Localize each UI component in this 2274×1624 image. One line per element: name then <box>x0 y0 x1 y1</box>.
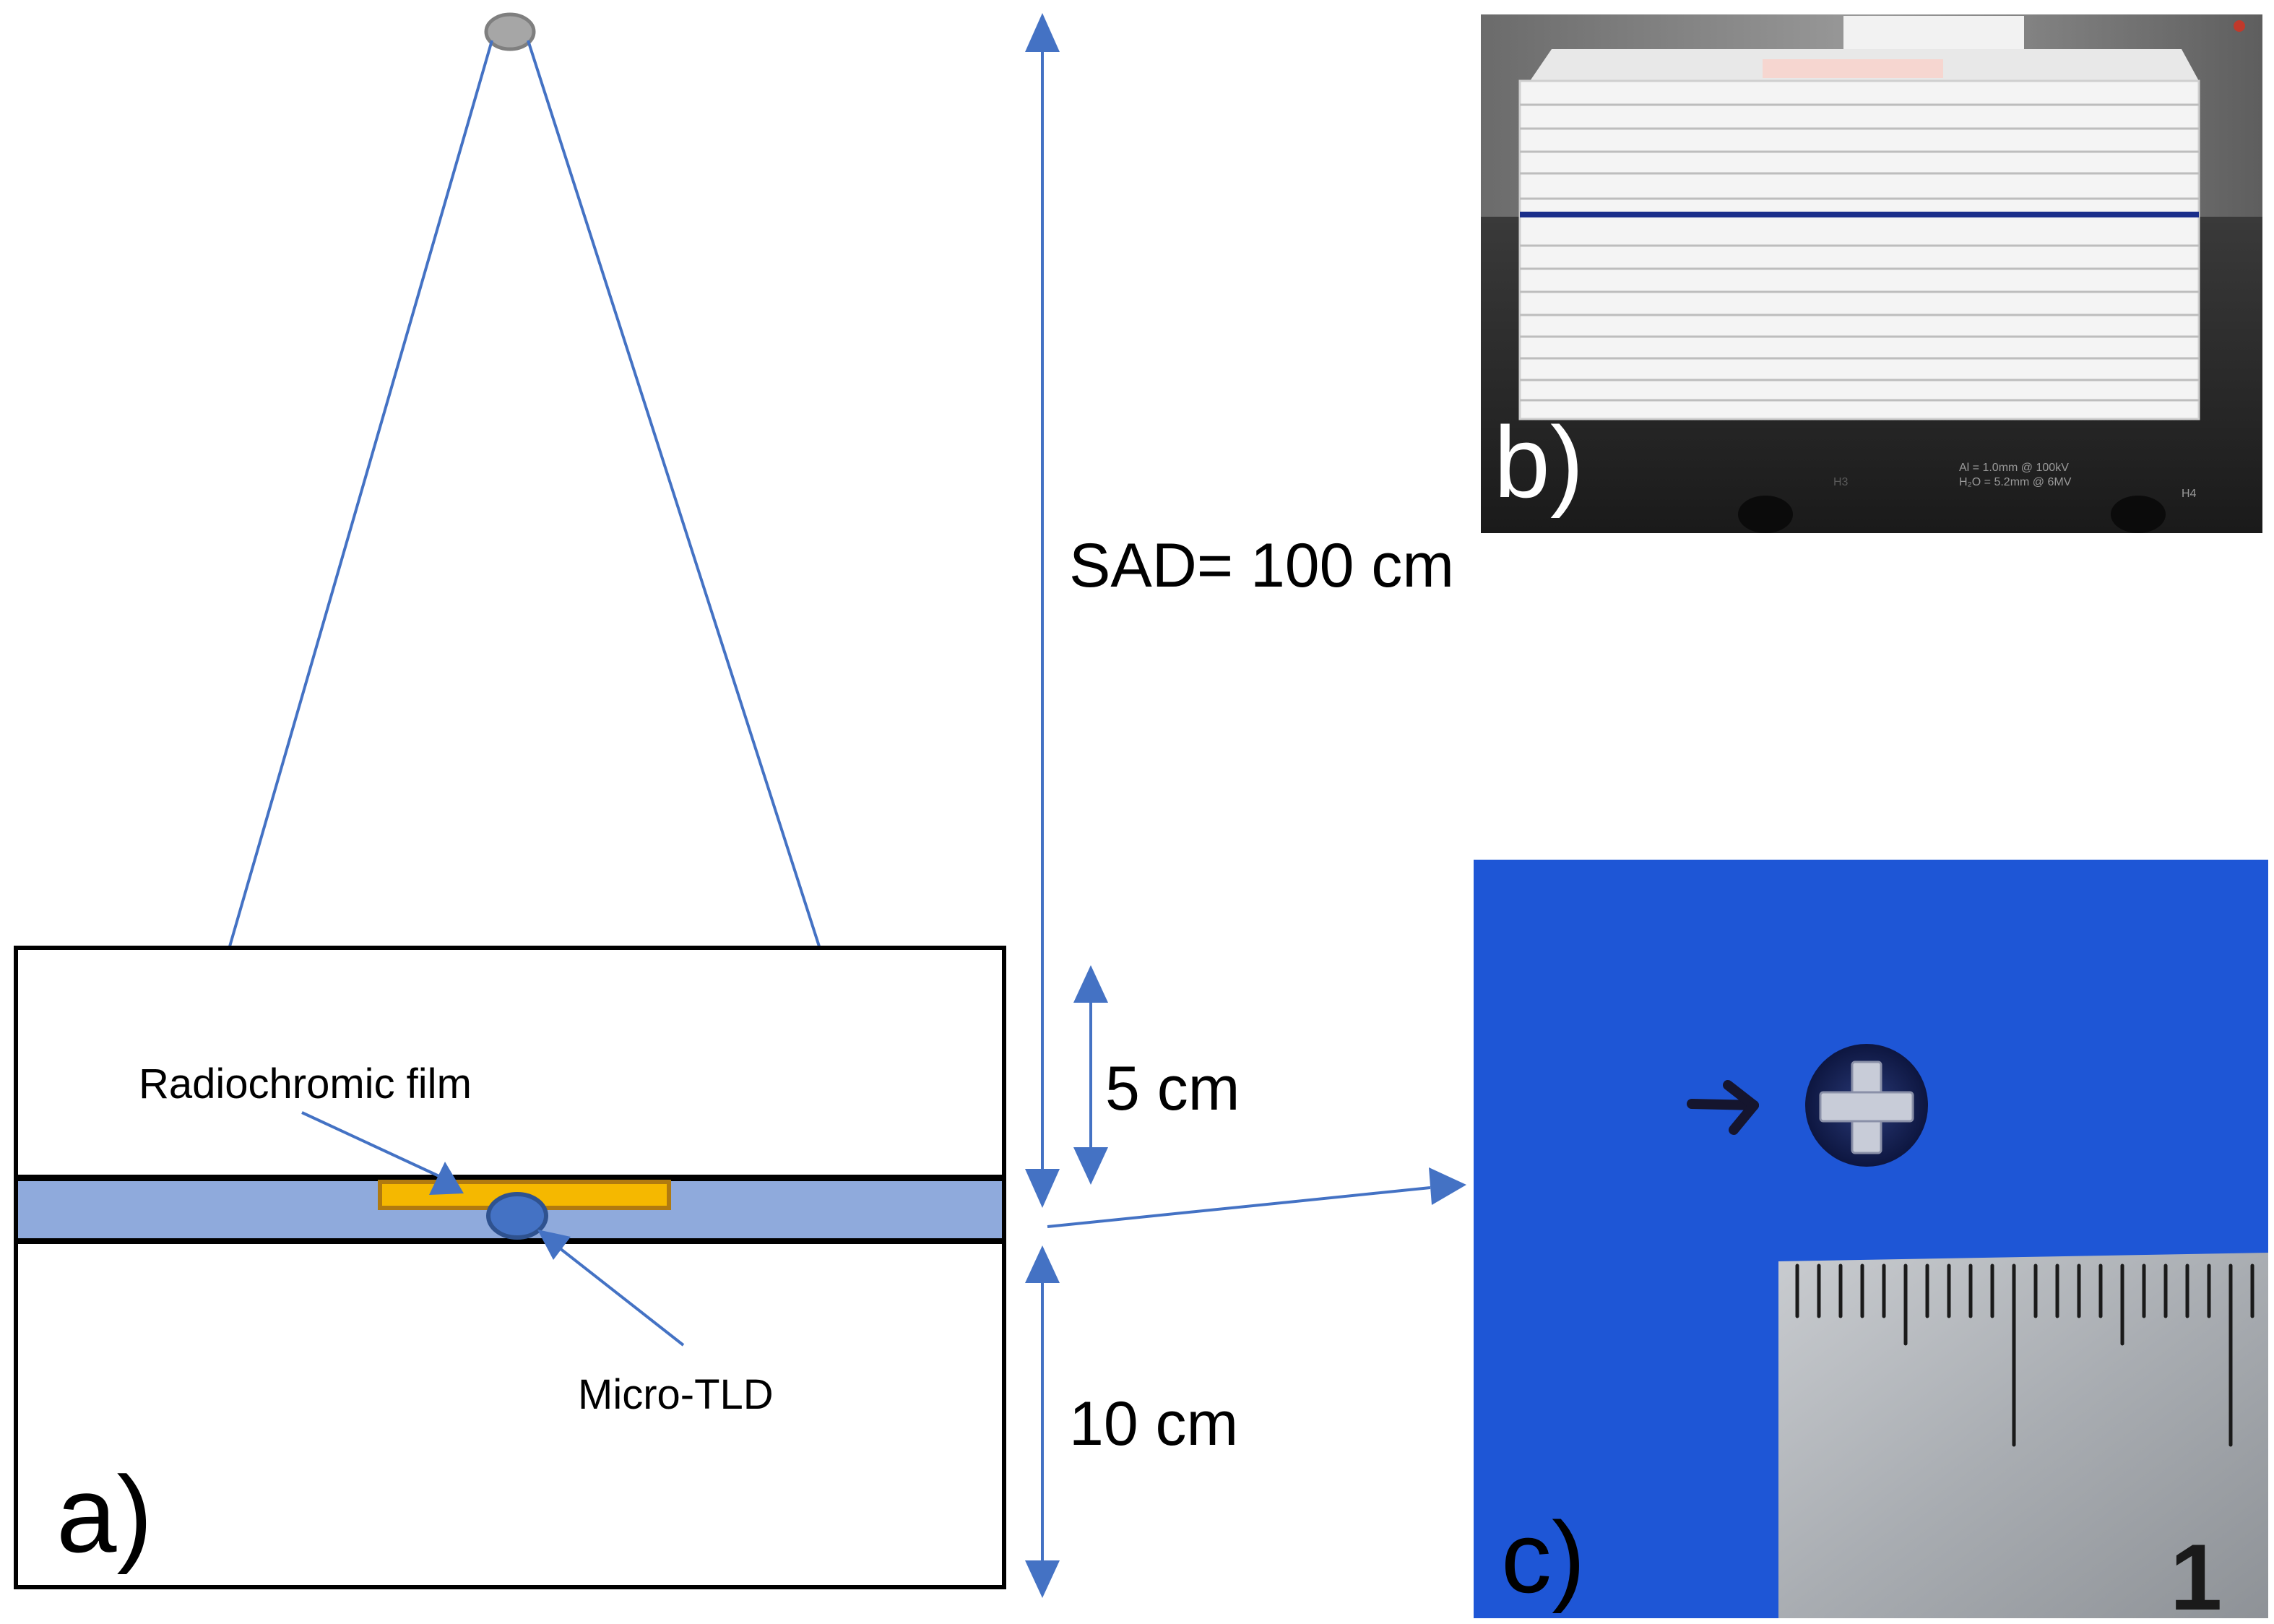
depth-arrowhead-bottom <box>1073 1147 1108 1185</box>
tld-to-photo-arrowhead <box>1429 1167 1466 1205</box>
depth-label: 5 cm <box>1105 1054 1240 1123</box>
panel-c-label: c) <box>1501 1500 1586 1614</box>
sad-arrowhead-bottom <box>1025 1169 1060 1208</box>
sad-label: SAD= 100 cm <box>1069 531 1454 600</box>
panel-c-photo: 1 c) <box>1474 860 2268 1624</box>
backscatter-arrowhead-top <box>1025 1245 1060 1283</box>
tld-callout-arrowhead <box>537 1230 571 1260</box>
photo-c-ruler-digit: 1 <box>2170 1524 2222 1624</box>
photo-b-couch-text-1: Al = 1.0mm @ 100kV <box>1959 462 2069 474</box>
sad-arrowhead-top <box>1025 13 1060 52</box>
dimension-arrows: SAD= 100 cm 5 cm 10 cm <box>1025 13 1466 1598</box>
beam-edge-right <box>527 40 821 947</box>
micro-tld <box>486 1192 548 1240</box>
photo-b-knob-right <box>2111 496 2166 533</box>
film-label: Radiochromic film <box>139 1061 472 1107</box>
tld-callout-line <box>555 1244 685 1347</box>
radiation-source <box>484 12 536 51</box>
panel-a-label: a) <box>56 1454 152 1575</box>
phantom-upper-slab <box>14 946 1006 1179</box>
beam-edge-left <box>228 40 493 947</box>
photo-b-stack-body <box>1518 79 2200 420</box>
photo-c-ruler-ticks <box>1795 1264 2254 1447</box>
phantom-lower-slab <box>14 1240 1006 1589</box>
film-callout-arrowhead <box>429 1162 464 1195</box>
photo-c-tld-cross <box>1819 1061 1914 1154</box>
tld-label: Micro-TLD <box>578 1371 774 1418</box>
photo-b-knob-left <box>1738 496 1793 533</box>
panel-b-label: b) <box>1494 405 1583 519</box>
depth-arrowhead-top <box>1073 965 1108 1003</box>
photo-b-couch-text-2: H₂O = 5.2mm @ 6MV <box>1959 476 2072 488</box>
photo-c-marker-arrow <box>1687 1080 1759 1135</box>
photo-b-indicator-light <box>2234 20 2245 32</box>
tld-to-photo-line <box>1047 1186 1431 1228</box>
backscatter-label: 10 cm <box>1069 1389 1238 1459</box>
backscatter-arrowhead-bottom <box>1025 1560 1060 1598</box>
photo-b-couch-text-3: H4 <box>2182 488 2197 500</box>
panel-a-diagram: Radiochromic film Micro-TLD a) <box>14 12 1006 1589</box>
photo-c-ruler <box>1778 1253 2268 1618</box>
photo-b-slab-lines <box>1520 103 2199 402</box>
panel-b-photo: Al = 1.0mm @ 100kV H₂O = 5.2mm @ 6MV H4 … <box>1481 14 2262 533</box>
film-callout-line <box>301 1111 443 1179</box>
photo-b-light-field <box>1763 59 1943 78</box>
photo-b-couch-text-4: H3 <box>1833 476 1849 488</box>
